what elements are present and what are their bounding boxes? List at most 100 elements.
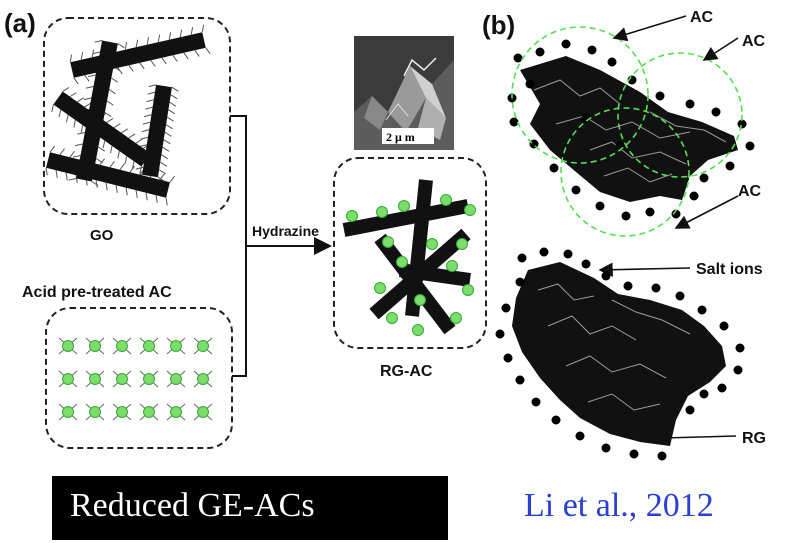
- ac-particle: [170, 373, 182, 385]
- oxygen-group-mark: [51, 104, 54, 113]
- salt-ion-dot: [549, 163, 559, 173]
- oxygen-group-mark: [95, 180, 98, 188]
- sem-scale-label: 2 μ m: [386, 130, 415, 144]
- oxygen-group-mark: [139, 144, 147, 148]
- ac-particle: [374, 282, 386, 294]
- oxygen-group-mark: [168, 109, 176, 115]
- oxygen-group-mark: [108, 89, 116, 95]
- annotation-arrows: [598, 15, 739, 439]
- oxygen-group-mark: [135, 39, 139, 48]
- oxygen-group-mark: [190, 27, 194, 35]
- oxygen-group-mark: [72, 155, 81, 158]
- salt-ion-dot: [629, 449, 639, 459]
- ac-particle: [143, 406, 155, 418]
- salt-ion-dot: [525, 79, 535, 89]
- caption-box-text: Reduced GE-ACs: [70, 487, 315, 524]
- salt-ion-dot: [513, 53, 523, 63]
- salt-ion-dot: [501, 303, 511, 313]
- sem-image: 2 μ m: [354, 36, 454, 150]
- oxygen-group-mark: [146, 37, 150, 45]
- ac-particle: [89, 406, 101, 418]
- panel-b-label: (b): [482, 10, 515, 40]
- ac-particle: [89, 340, 101, 352]
- salt-ion-dot: [517, 253, 527, 263]
- ac-particle: [116, 340, 128, 352]
- oxygen-group-mark: [85, 86, 94, 89]
- oxygen-group-mark: [194, 50, 200, 57]
- oxygen-group-mark: [161, 57, 167, 65]
- go-box: [43, 17, 231, 215]
- oxygen-group-mark: [135, 190, 138, 198]
- oxygen-group-mark: [117, 67, 123, 75]
- ac-particle: [170, 406, 182, 418]
- oxygen-group-mark: [157, 34, 161, 43]
- oxygen-group-mark: [148, 84, 157, 88]
- oxygen-group-mark: [62, 87, 70, 92]
- salt-ion-dot: [581, 113, 591, 123]
- oxygen-group-mark: [170, 94, 178, 100]
- oxygen-group-mark: [84, 75, 90, 82]
- oxygen-group-mark: [83, 97, 92, 101]
- rg-cluster-bottom: [495, 247, 745, 461]
- salt-ions-label: Salt ions: [696, 261, 763, 278]
- oxygen-group-mark: [49, 145, 55, 153]
- oxygen-group-mark: [113, 123, 121, 129]
- oxygen-group-mark: [119, 163, 125, 171]
- salt-ion-dot: [645, 207, 655, 217]
- ac-particle: [426, 238, 438, 250]
- ac-particle: [412, 324, 424, 336]
- oxygen-group-mark: [169, 101, 177, 107]
- rg-ac-box: [333, 157, 487, 349]
- ac-circles: [511, 26, 743, 237]
- ac-particle: [346, 210, 358, 222]
- oxygen-group-mark: [102, 140, 106, 149]
- salt-ion-dot: [655, 91, 665, 101]
- oxygen-group-mark: [65, 114, 69, 123]
- ac-particle: [197, 373, 209, 385]
- salt-ion-dot: [515, 277, 525, 287]
- ac-particle: [386, 312, 398, 324]
- salt-ion-dot: [623, 281, 633, 291]
- salt-ion-dot: [503, 353, 513, 363]
- salt-ion-dot: [509, 117, 519, 127]
- oxygen-group-mark: [131, 161, 135, 169]
- oxygen-group-mark: [145, 106, 153, 110]
- oxygen-group-mark: [183, 52, 189, 60]
- oxygen-group-mark: [84, 102, 92, 108]
- oxygen-group-mark: [105, 182, 108, 191]
- oxygen-group-mark: [115, 185, 118, 193]
- oxygen-group-mark: [142, 121, 151, 125]
- caption-box: [52, 476, 448, 540]
- salt-ion-dot: [719, 321, 729, 331]
- oxygen-group-mark: [75, 175, 78, 183]
- oxygen-group-mark: [80, 52, 84, 60]
- salt-ion-dot: [699, 173, 709, 183]
- acid-ac-box: [45, 307, 233, 449]
- oxygen-group-mark: [179, 29, 183, 38]
- salt-ion-dot: [685, 99, 695, 109]
- ac-particle: [143, 373, 155, 385]
- oxygen-group-mark: [45, 167, 48, 176]
- ac-particle: [450, 312, 462, 324]
- rg-ac-sheets: [342, 179, 471, 335]
- oxygen-group-mark: [165, 124, 173, 130]
- ac-particle: [197, 406, 209, 418]
- oxygen-group-mark: [69, 92, 77, 98]
- oxygen-group-mark: [139, 62, 145, 70]
- oxygen-group-mark: [73, 77, 79, 85]
- oxygen-group-mark: [158, 169, 166, 175]
- ac-particle: [398, 200, 410, 212]
- salt-ion-dot: [657, 451, 667, 461]
- oxygen-group-mark: [159, 161, 167, 167]
- salt-ion-dot: [717, 383, 727, 393]
- salt-ion-dot: [689, 191, 699, 201]
- salt-ion-dot: [539, 247, 549, 257]
- oxygen-group-mark: [135, 138, 143, 144]
- salt-ion-dot: [581, 259, 591, 269]
- salt-ion-dot: [697, 305, 707, 315]
- oxygen-group-mark: [163, 139, 171, 145]
- salt-ion-dot: [675, 291, 685, 301]
- oxygen-group-mark: [58, 109, 62, 118]
- reaction-connector: [230, 115, 332, 377]
